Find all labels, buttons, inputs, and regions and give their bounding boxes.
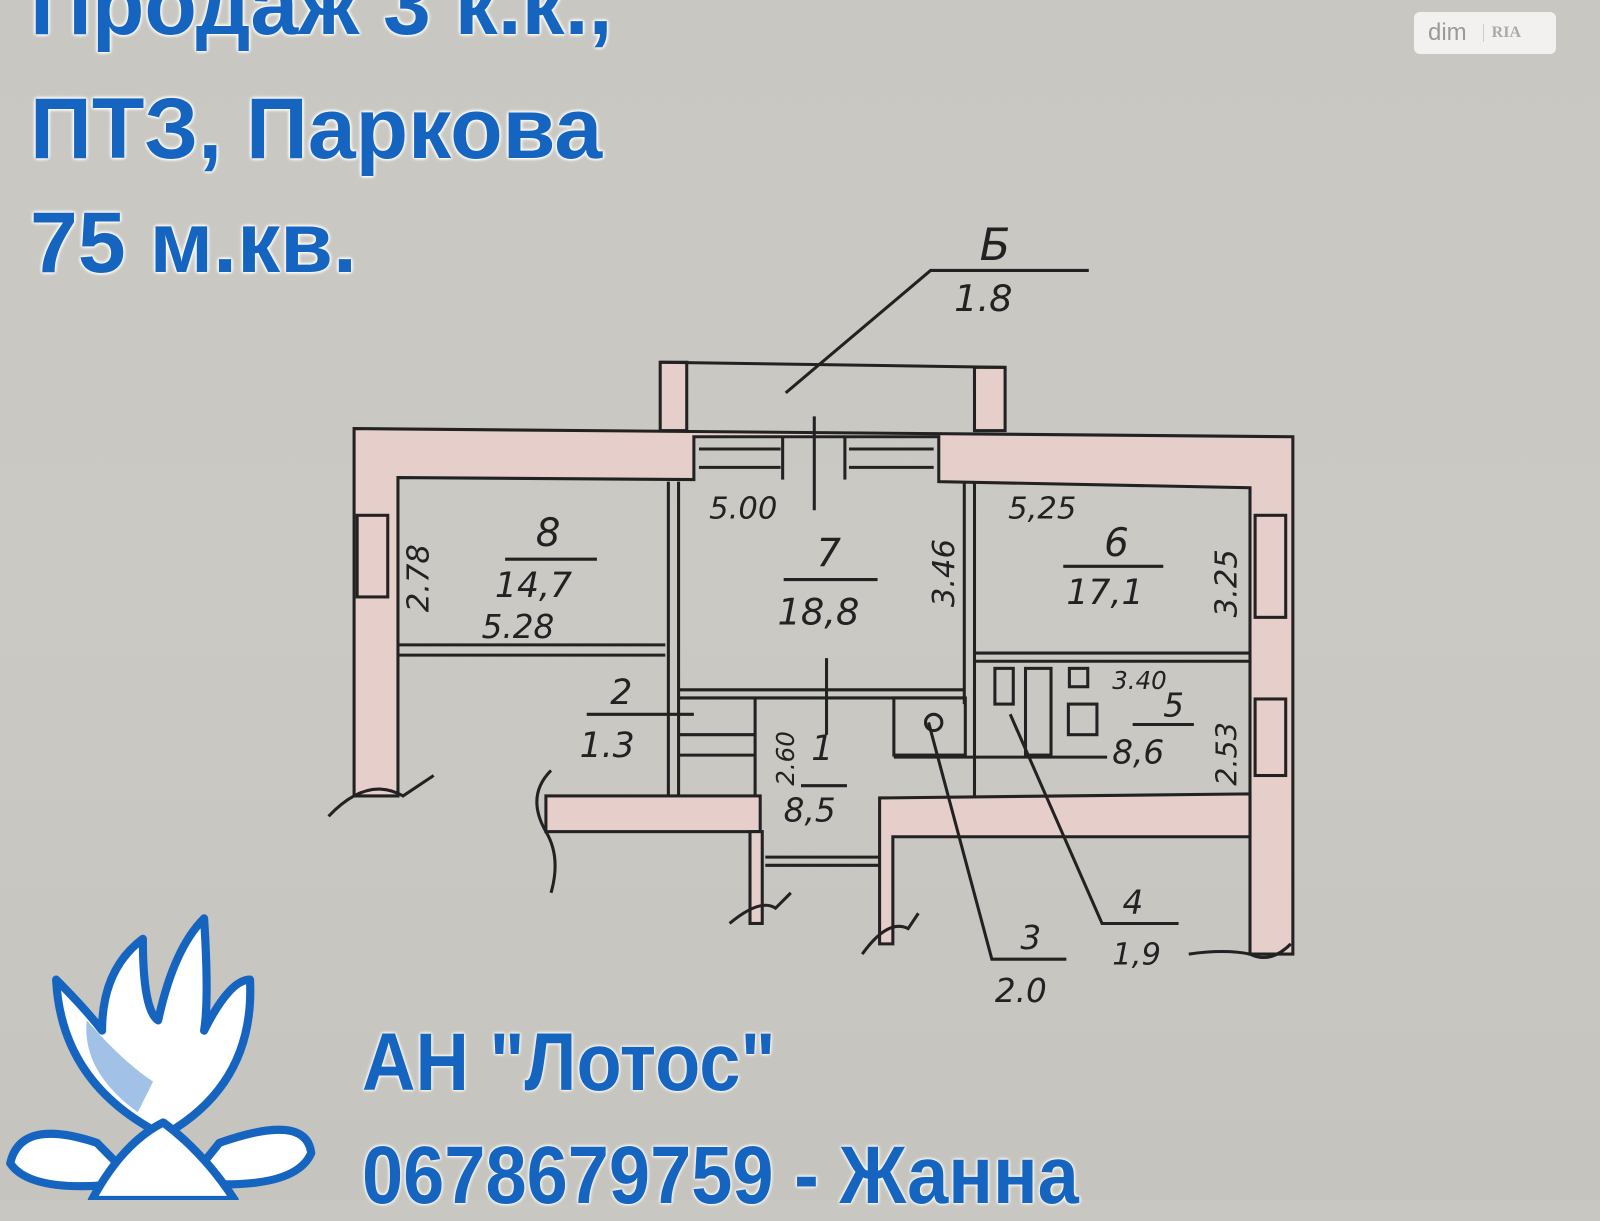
kitchen-fixture-icon xyxy=(993,666,1015,706)
room-7-width: 3.46 xyxy=(927,539,962,607)
room-8-width: 2.78 xyxy=(402,544,437,612)
room-5-width: 2.53 xyxy=(1210,722,1244,786)
room-1-number: 1 xyxy=(811,729,833,769)
title-line-2: ПТЗ, Паркова xyxy=(30,81,603,177)
window-room-5 xyxy=(1253,697,1288,778)
room-4-leader xyxy=(1008,713,1179,925)
kitchen-fixture-icon xyxy=(1023,666,1053,757)
room-7-length: 5.00 xyxy=(709,491,777,526)
room-5-length: 3.40 xyxy=(1112,666,1166,695)
room-4-area: 1,9 xyxy=(1112,937,1161,972)
title-line-1: Продаж 3 к.к., xyxy=(30,0,613,53)
window-room-6 xyxy=(1253,513,1288,619)
dim-ria-watermark: dim RIA xyxy=(1414,12,1556,54)
lotus-logo xyxy=(6,914,316,1200)
room-1-area: 8,5 xyxy=(784,791,836,829)
room-7-number: 7 xyxy=(816,531,841,576)
window-top xyxy=(698,436,934,480)
room-2-area: 1.3 xyxy=(580,726,635,766)
kitchen-fixture-icon xyxy=(1067,666,1090,689)
agency-name: АН "Лотос" xyxy=(362,1016,776,1108)
agency-phone-contact: 0678679759 - Жанна xyxy=(362,1129,1079,1221)
room-4-number: 4 xyxy=(1122,883,1143,921)
balcony-wall-right xyxy=(972,365,1007,433)
room-6-area: 17,1 xyxy=(1066,573,1143,613)
window-room-8 xyxy=(355,513,390,599)
walls xyxy=(352,360,1295,956)
balcony-leader xyxy=(784,268,1089,395)
partitions xyxy=(327,268,1292,961)
room-8-number: 8 xyxy=(536,511,561,556)
room-5-area: 8,6 xyxy=(1112,733,1164,771)
bottom-wall-right xyxy=(878,792,1252,946)
plan-labels: Б 1.8 8 14,7 5.28 2.78 7 18,8 5.00 3.46 … xyxy=(402,218,1245,1010)
balcony-wall-left xyxy=(658,360,689,433)
room-3-leader xyxy=(927,722,1067,961)
bottom-wall-left xyxy=(544,794,762,834)
title-line-3: 75 м.кв. xyxy=(30,195,357,291)
balcony-letter: Б xyxy=(980,218,1011,271)
room-1-width: 2.60 xyxy=(771,731,800,785)
room-8-area: 14,7 xyxy=(495,566,572,606)
room-8-length: 5.28 xyxy=(482,608,555,646)
watermark-dim: dim xyxy=(1428,19,1467,46)
room-6-width: 3.25 xyxy=(1210,549,1245,617)
watermark-ria: RIA xyxy=(1482,24,1521,42)
sink-icon xyxy=(923,712,944,733)
room-5-number: 5 xyxy=(1163,686,1184,724)
room-3-number: 3 xyxy=(1020,919,1041,957)
stove-icon xyxy=(1066,702,1099,737)
room-6-length: 5,25 xyxy=(1008,491,1076,526)
room-7-area: 18,8 xyxy=(778,590,860,633)
balcony-area: 1.8 xyxy=(954,277,1012,320)
corridor-wall-left xyxy=(748,830,764,925)
room-2-number: 2 xyxy=(610,673,632,713)
outer-wall xyxy=(352,427,1295,956)
room-3-area: 2.0 xyxy=(995,972,1047,1010)
room-6-number: 6 xyxy=(1104,521,1129,566)
